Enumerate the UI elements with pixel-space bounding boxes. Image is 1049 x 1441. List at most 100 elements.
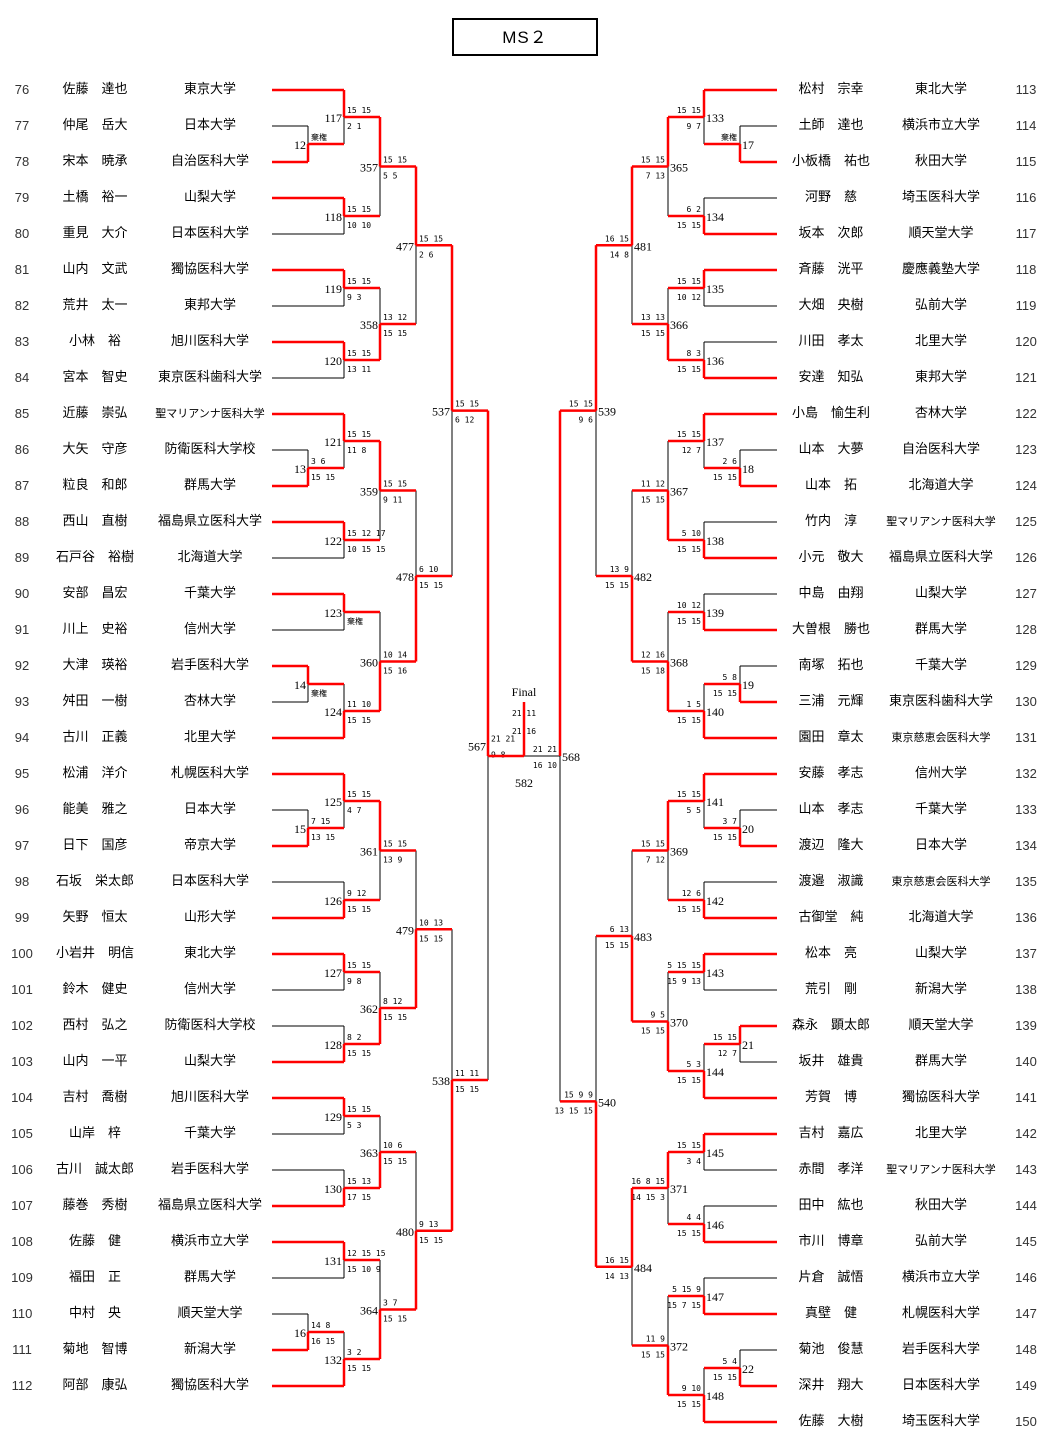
player-seed-number: 118 — [1015, 262, 1037, 277]
player-name: 佐藤 健 — [68, 1234, 121, 1249]
match-score-bottom: 15 15 — [383, 1157, 407, 1166]
player-name: 中島 由翔 — [798, 586, 864, 601]
player-name: 真壁 健 — [804, 1306, 857, 1321]
player-seed-number: 128 — [1015, 622, 1037, 637]
player-name: 小林 裕 — [68, 334, 121, 349]
player-seed-number: 98 — [14, 874, 30, 889]
match-score-top: 4 4 — [687, 1213, 702, 1222]
final-label: Final — [512, 685, 537, 699]
player-name: 山本 大夢 — [798, 442, 864, 457]
player-seed-number: 89 — [14, 550, 30, 565]
player-name: 大津 瑛裕 — [62, 658, 128, 673]
match-score-bottom: 5 5 — [687, 806, 702, 815]
player-school: 日本大学 — [183, 802, 236, 817]
player-school: 弘前大学 — [914, 298, 967, 313]
final-game-score: 21 16 — [512, 727, 536, 736]
match-number: 134 — [706, 210, 724, 224]
player-school: 群馬大学 — [914, 622, 967, 637]
player-name: 近藤 崇弘 — [62, 406, 128, 421]
player-seed-number: 135 — [1015, 874, 1037, 889]
player-row: 芳賀 博 獨協医科大学 141 — [0, 1088, 1049, 1108]
player-name: 西村 弘之 — [62, 1018, 128, 1033]
match-score-top: 13 13 — [641, 313, 665, 322]
player-school: 北海道大学 — [908, 910, 974, 925]
match-number: 139 — [706, 606, 724, 620]
player-seed-number: 93 — [14, 694, 30, 709]
player-school: 岩手医科大学 — [170, 1162, 249, 1177]
player-school: 横浜市立大学 — [901, 1270, 980, 1285]
player-school: 岩手医科大学 — [901, 1342, 980, 1357]
player-school: 杏林大学 — [914, 406, 967, 421]
match-score-top: 15 15 — [347, 205, 371, 214]
match-number: 484 — [634, 1261, 652, 1275]
match-number: 359 — [360, 485, 378, 499]
player-school: 獨協医科大学 — [901, 1090, 980, 1105]
match-score-bottom: 15 15 — [347, 1049, 371, 1058]
match-number: 369 — [670, 845, 688, 859]
match-score-top: 10 13 — [419, 918, 443, 927]
player-name: 能美 雅之 — [62, 802, 128, 817]
player-school: 帝京大学 — [183, 838, 236, 853]
player-school: 東北大学 — [183, 946, 236, 961]
match-number: 21 — [742, 1038, 754, 1052]
player-seed-number: 148 — [1015, 1342, 1037, 1357]
match-score-top: 5 15 9 — [672, 1285, 701, 1294]
player-name: 古川 正義 — [62, 730, 128, 745]
player-name: 山本 拓 — [804, 478, 857, 493]
player-seed-number: 123 — [1015, 442, 1037, 457]
match-number: 567 — [468, 739, 486, 753]
player-seed-number: 134 — [1015, 838, 1037, 853]
match-score-top: 棄権 — [311, 132, 327, 142]
player-row: 81 山内 文武 獨協医科大学 — [0, 260, 1049, 280]
player-school: 順天堂大学 — [908, 1018, 974, 1033]
player-seed-number: 79 — [14, 190, 30, 205]
match-score-bottom: 10 10 — [347, 221, 371, 230]
match-number: 538 — [432, 1074, 450, 1088]
match-score-top: 15 15 — [569, 400, 593, 409]
match-score-bottom: 15 15 — [605, 581, 629, 590]
match-score-top: 10 12 — [677, 601, 701, 610]
player-school: 獨協医科大学 — [170, 262, 249, 277]
player-school: 東北大学 — [914, 82, 967, 97]
player-name: 山内 文武 — [62, 262, 128, 277]
match-score-bottom: 15 15 — [677, 1400, 701, 1409]
player-seed-number: 141 — [1015, 1090, 1037, 1105]
match-number: 142 — [706, 894, 724, 908]
player-seed-number: 146 — [1015, 1270, 1037, 1285]
player-name: 重見 大介 — [62, 226, 128, 241]
player-seed-number: 122 — [1015, 406, 1037, 421]
match-score-top: 3 6 — [311, 457, 326, 466]
player-school: 群馬大学 — [914, 1054, 967, 1069]
player-name: 赤間 孝洋 — [798, 1162, 864, 1177]
match-number: 477 — [396, 239, 414, 253]
player-seed-number: 81 — [14, 262, 30, 277]
match-score-bottom: 15 15 — [677, 1076, 701, 1085]
match-number: 371 — [670, 1182, 688, 1196]
player-name: 芳賀 博 — [804, 1090, 857, 1105]
match-number: 131 — [324, 1254, 342, 1268]
player-name: 大曽根 勝也 — [791, 622, 870, 637]
match-score-top: 15 15 — [677, 790, 701, 799]
player-seed-number: 85 — [14, 406, 30, 421]
player-school: 東京慈恵会医科大学 — [891, 731, 991, 744]
player-name: 日下 国彦 — [62, 838, 128, 853]
match-score-bottom: 15 15 — [713, 833, 737, 842]
match-number: 13 — [294, 462, 306, 476]
match-score-bottom: 10 15 15 — [347, 545, 386, 554]
player-name: 坂本 次郎 — [798, 226, 864, 241]
player-seed-number: 97 — [14, 838, 30, 853]
player-seed-number: 112 — [11, 1378, 33, 1393]
player-school: 新潟大学 — [914, 982, 967, 997]
